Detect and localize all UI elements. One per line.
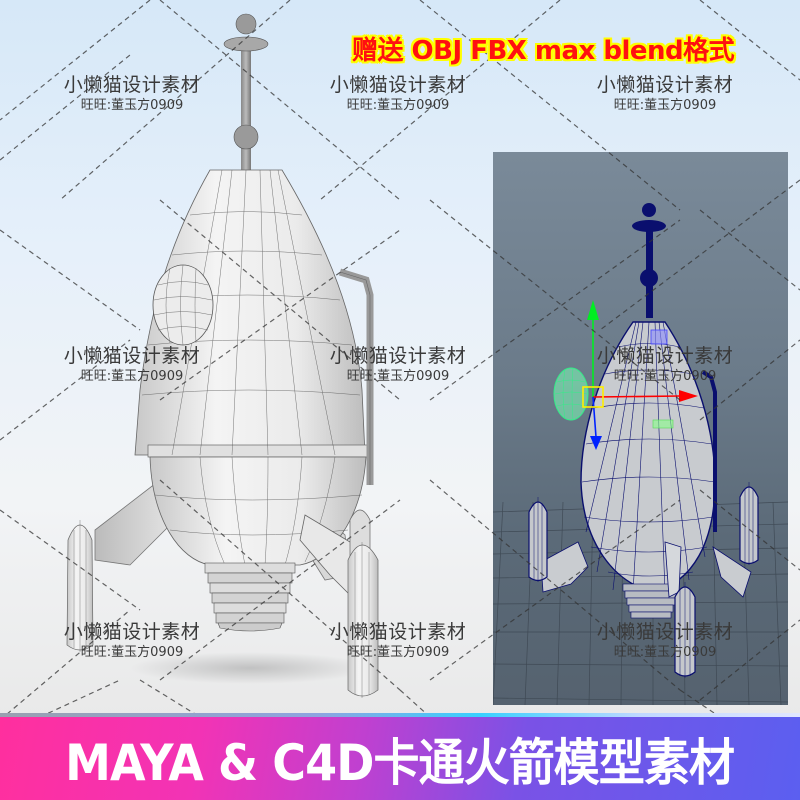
banner-divider xyxy=(0,713,800,717)
watermark-title: 小懒猫设计素材 xyxy=(596,74,734,96)
watermark-contact: 旺旺:董玉方0909 xyxy=(613,98,717,113)
watermark: 小懒猫设计素材 旺旺:董玉方0909 xyxy=(565,73,765,115)
title-banner: MAYA & C4D卡通火箭模型素材 xyxy=(0,717,800,800)
product-image: 小懒猫设计素材 旺旺:董玉方0909 小懒猫设计素材 旺旺:董玉方0909 小懒… xyxy=(0,0,800,717)
rocket-render xyxy=(66,13,379,698)
promo-formats-text: 赠送 OBJ FBX max blend格式 xyxy=(352,36,735,66)
maya-viewport[interactable] xyxy=(493,152,788,705)
viewport-scene xyxy=(493,203,788,705)
banner-title: MAYA & C4D卡通火箭模型素材 xyxy=(65,733,735,792)
